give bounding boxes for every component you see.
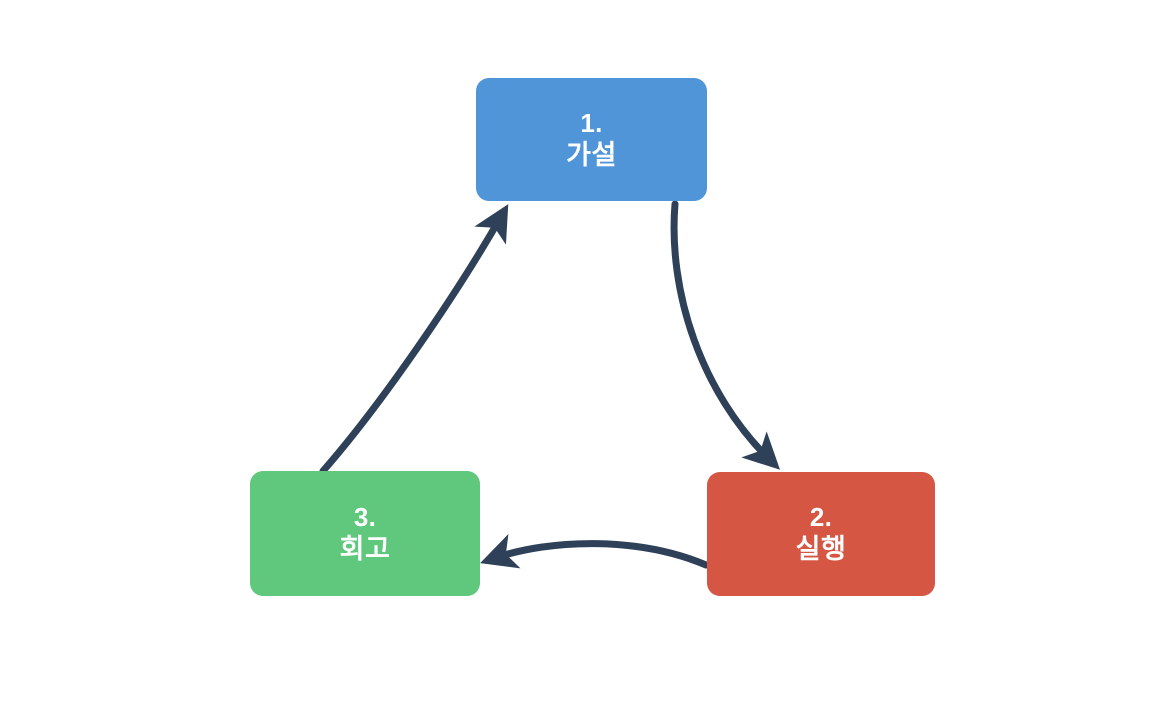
node-execution[interactable]: 2. 실행 bbox=[707, 472, 935, 596]
node-hypothesis[interactable]: 1. 가설 bbox=[476, 78, 707, 201]
arrow-hypothesis-to-execution bbox=[670, 200, 781, 470]
node-retrospective[interactable]: 3. 회고 bbox=[250, 471, 480, 596]
node-retrospective-label: 회고 bbox=[339, 533, 391, 564]
node-hypothesis-label: 가설 bbox=[566, 139, 617, 170]
arrow-execution-to-retrospective bbox=[480, 533, 710, 569]
node-execution-step: 2. bbox=[809, 502, 833, 533]
node-hypothesis-step: 1. bbox=[580, 107, 603, 138]
node-execution-label: 실행 bbox=[795, 534, 847, 565]
arrow-retrospective-to-hypothesis bbox=[319, 204, 509, 475]
node-retrospective-step: 3. bbox=[353, 501, 377, 532]
